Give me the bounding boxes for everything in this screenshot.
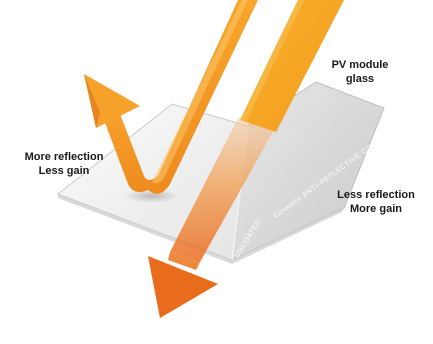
label-pv-module-line2: glass xyxy=(345,73,375,85)
label-pv-module-glass: PV module glass xyxy=(328,58,392,86)
reflected-arrow-head-shade xyxy=(84,74,100,128)
transmitted-beam-head xyxy=(148,256,218,318)
incoming-beam-side xyxy=(240,0,304,122)
transmitted-beam-head-shade xyxy=(148,256,160,318)
label-more-gain-line2: More gain xyxy=(350,203,402,215)
label-more-reflection: More reflection Less gain xyxy=(12,150,116,178)
label-less-reflection: Less reflection More gain xyxy=(326,188,426,216)
reflected-light-arrow xyxy=(84,0,258,194)
transmitted-beam-shaft xyxy=(170,118,274,262)
reflected-outgoing-leg xyxy=(104,114,158,192)
incoming-beam xyxy=(240,0,344,132)
transmitted-beam xyxy=(148,118,274,318)
incoming-beam-shaft xyxy=(240,0,344,132)
label-less-reflection-line1: Less reflection xyxy=(337,189,415,201)
label-more-reflection-line1: More reflection xyxy=(24,151,104,163)
label-pv-module-line1: PV module xyxy=(331,59,389,71)
label-less-gain-line2: Less gain xyxy=(38,165,90,177)
transmitted-beam-lower xyxy=(168,252,200,270)
reflection-shadow xyxy=(124,189,180,203)
reflected-highlight xyxy=(152,0,248,184)
